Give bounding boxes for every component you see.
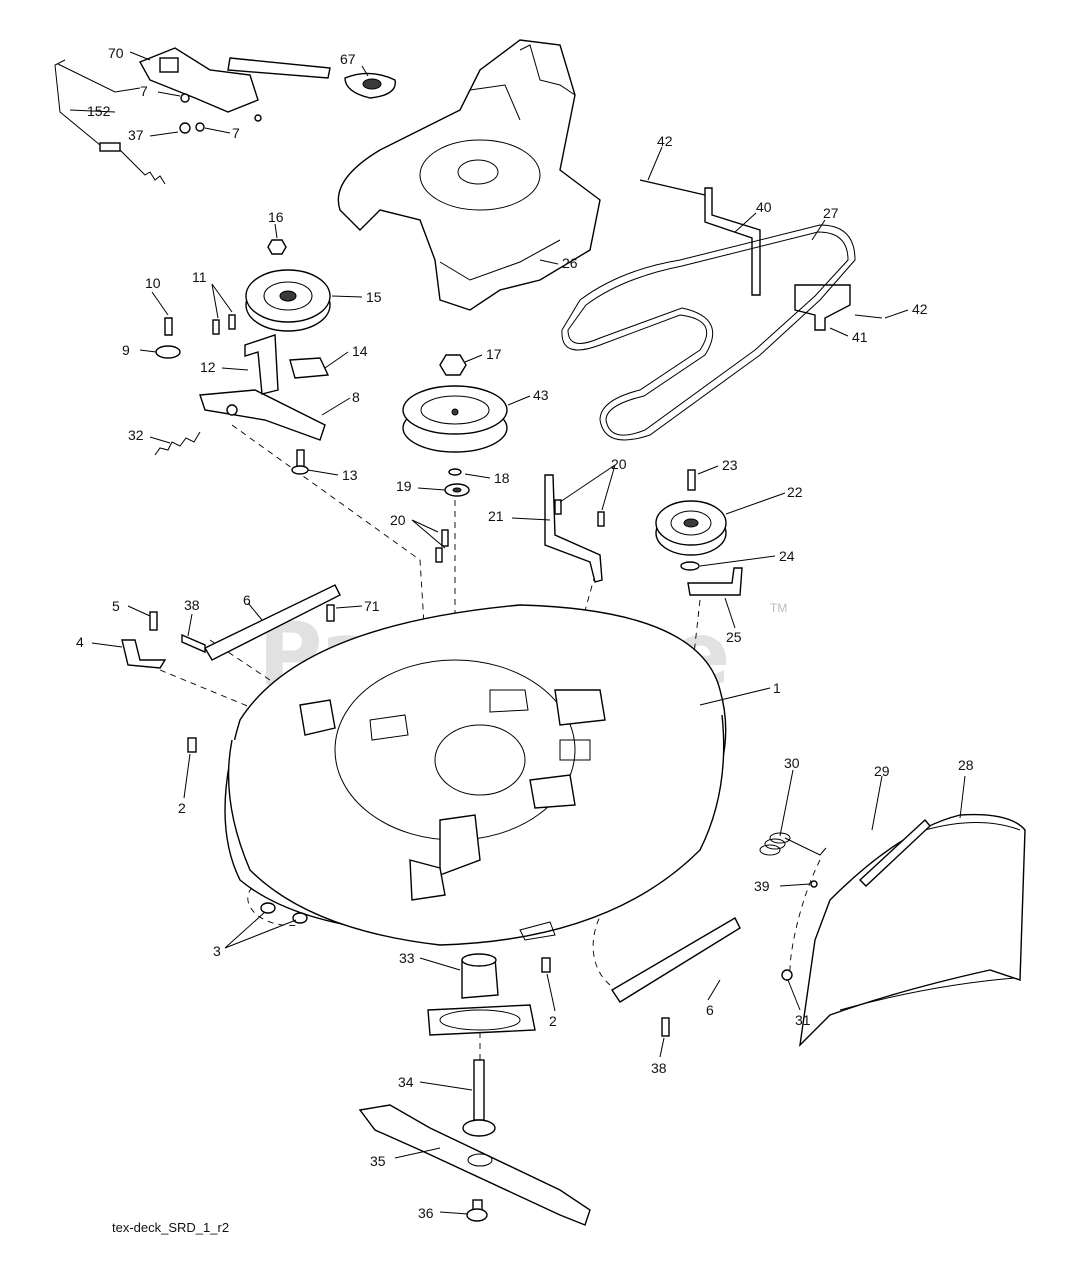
belt-cover[interactable] bbox=[337, 39, 601, 311]
discharge-chute-28[interactable] bbox=[799, 813, 1026, 1047]
idler-bracket-21[interactable] bbox=[435, 474, 605, 583]
callout-25: 25 bbox=[726, 629, 742, 645]
callout-14: 14 bbox=[352, 343, 368, 359]
callout-35: 35 bbox=[370, 1153, 386, 1169]
belt-guide-bracket[interactable] bbox=[639, 179, 883, 331]
deck-lift-lever-assembly[interactable] bbox=[54, 47, 331, 185]
idler-pulley-15[interactable] bbox=[245, 239, 331, 332]
callout-30: 30 bbox=[784, 755, 800, 771]
drawing-id: tex-deck_SRD_1_r2 bbox=[112, 1220, 229, 1235]
callout-1: 1 bbox=[773, 680, 781, 696]
callout-36: 36 bbox=[418, 1205, 434, 1221]
callout-28: 28 bbox=[958, 757, 974, 773]
callout-71: 71 bbox=[364, 598, 380, 614]
idler-pulley-22[interactable] bbox=[655, 469, 743, 596]
callout-2: 2 bbox=[178, 800, 186, 816]
blade-bolt-36[interactable] bbox=[466, 1199, 488, 1222]
idler-arm-assembly[interactable] bbox=[154, 314, 330, 475]
callout-4: 4 bbox=[76, 634, 84, 650]
callout-labels: 70 67 7 7 152 37 42 42 40 27 41 16 15 26… bbox=[76, 45, 974, 1221]
callout-42: 42 bbox=[657, 133, 673, 149]
callout-23: 23 bbox=[722, 457, 738, 473]
callout-41: 41 bbox=[852, 329, 868, 345]
mower-deck-shell[interactable] bbox=[224, 604, 727, 946]
callout-6: 6 bbox=[706, 1002, 714, 1018]
callout-37: 37 bbox=[128, 127, 144, 143]
mower-blade-35[interactable] bbox=[358, 1104, 591, 1226]
callout-21: 21 bbox=[488, 508, 504, 524]
callout-67: 67 bbox=[340, 51, 356, 67]
callout-20: 20 bbox=[611, 456, 627, 472]
callout-10: 10 bbox=[145, 275, 161, 291]
callout-8: 8 bbox=[352, 389, 360, 405]
callout-43: 43 bbox=[533, 387, 549, 403]
callout-31: 31 bbox=[795, 1012, 811, 1028]
callout-12: 12 bbox=[200, 359, 216, 375]
callout-24: 24 bbox=[779, 548, 795, 564]
callout-27: 27 bbox=[823, 205, 839, 221]
deck-nut-3[interactable] bbox=[260, 902, 308, 924]
watermark-trademark: TM bbox=[770, 601, 787, 615]
callout-7: 7 bbox=[232, 125, 240, 141]
callout-32: 32 bbox=[128, 427, 144, 443]
callout-39: 39 bbox=[754, 878, 770, 894]
callout-38: 38 bbox=[651, 1060, 667, 1076]
callout-9: 9 bbox=[122, 342, 130, 358]
callout-40: 40 bbox=[756, 199, 772, 215]
callout-leaders bbox=[69, 51, 966, 1215]
callout-15: 15 bbox=[366, 289, 382, 305]
callout-18: 18 bbox=[494, 470, 510, 486]
torsion-spring-30[interactable] bbox=[759, 832, 827, 856]
deck-pulley-43[interactable] bbox=[402, 354, 508, 497]
callout-29: 29 bbox=[874, 763, 890, 779]
drive-belt[interactable] bbox=[561, 224, 856, 441]
chute-rod-29[interactable] bbox=[858, 818, 931, 887]
spindle-shaft-34[interactable] bbox=[462, 1059, 496, 1137]
callout-20: 20 bbox=[390, 512, 406, 528]
callout-13: 13 bbox=[342, 467, 358, 483]
callout-33: 33 bbox=[399, 950, 415, 966]
callout-16: 16 bbox=[268, 209, 284, 225]
deck-bolt-2[interactable] bbox=[187, 737, 551, 973]
callout-152: 152 bbox=[87, 103, 111, 119]
callout-38: 38 bbox=[184, 597, 200, 613]
lift-handle-grip bbox=[344, 72, 396, 99]
callout-11: 11 bbox=[192, 269, 207, 285]
callout-6: 6 bbox=[243, 592, 251, 608]
deck-hanger-link-rear[interactable] bbox=[611, 917, 741, 1037]
deck-hanger-link-front[interactable] bbox=[121, 584, 341, 669]
callout-17: 17 bbox=[486, 346, 502, 362]
callout-70: 70 bbox=[108, 45, 124, 61]
callout-2: 2 bbox=[549, 1013, 557, 1029]
callout-7: 7 bbox=[140, 83, 148, 99]
callout-26: 26 bbox=[562, 255, 578, 271]
blade-spindle-33[interactable] bbox=[427, 953, 536, 1036]
callout-3: 3 bbox=[213, 943, 221, 959]
callout-19: 19 bbox=[396, 478, 412, 494]
callout-42: 42 bbox=[912, 301, 928, 317]
callout-34: 34 bbox=[398, 1074, 414, 1090]
callout-22: 22 bbox=[787, 484, 803, 500]
chute-pin-31-39[interactable] bbox=[781, 880, 818, 981]
callout-5: 5 bbox=[112, 598, 120, 614]
